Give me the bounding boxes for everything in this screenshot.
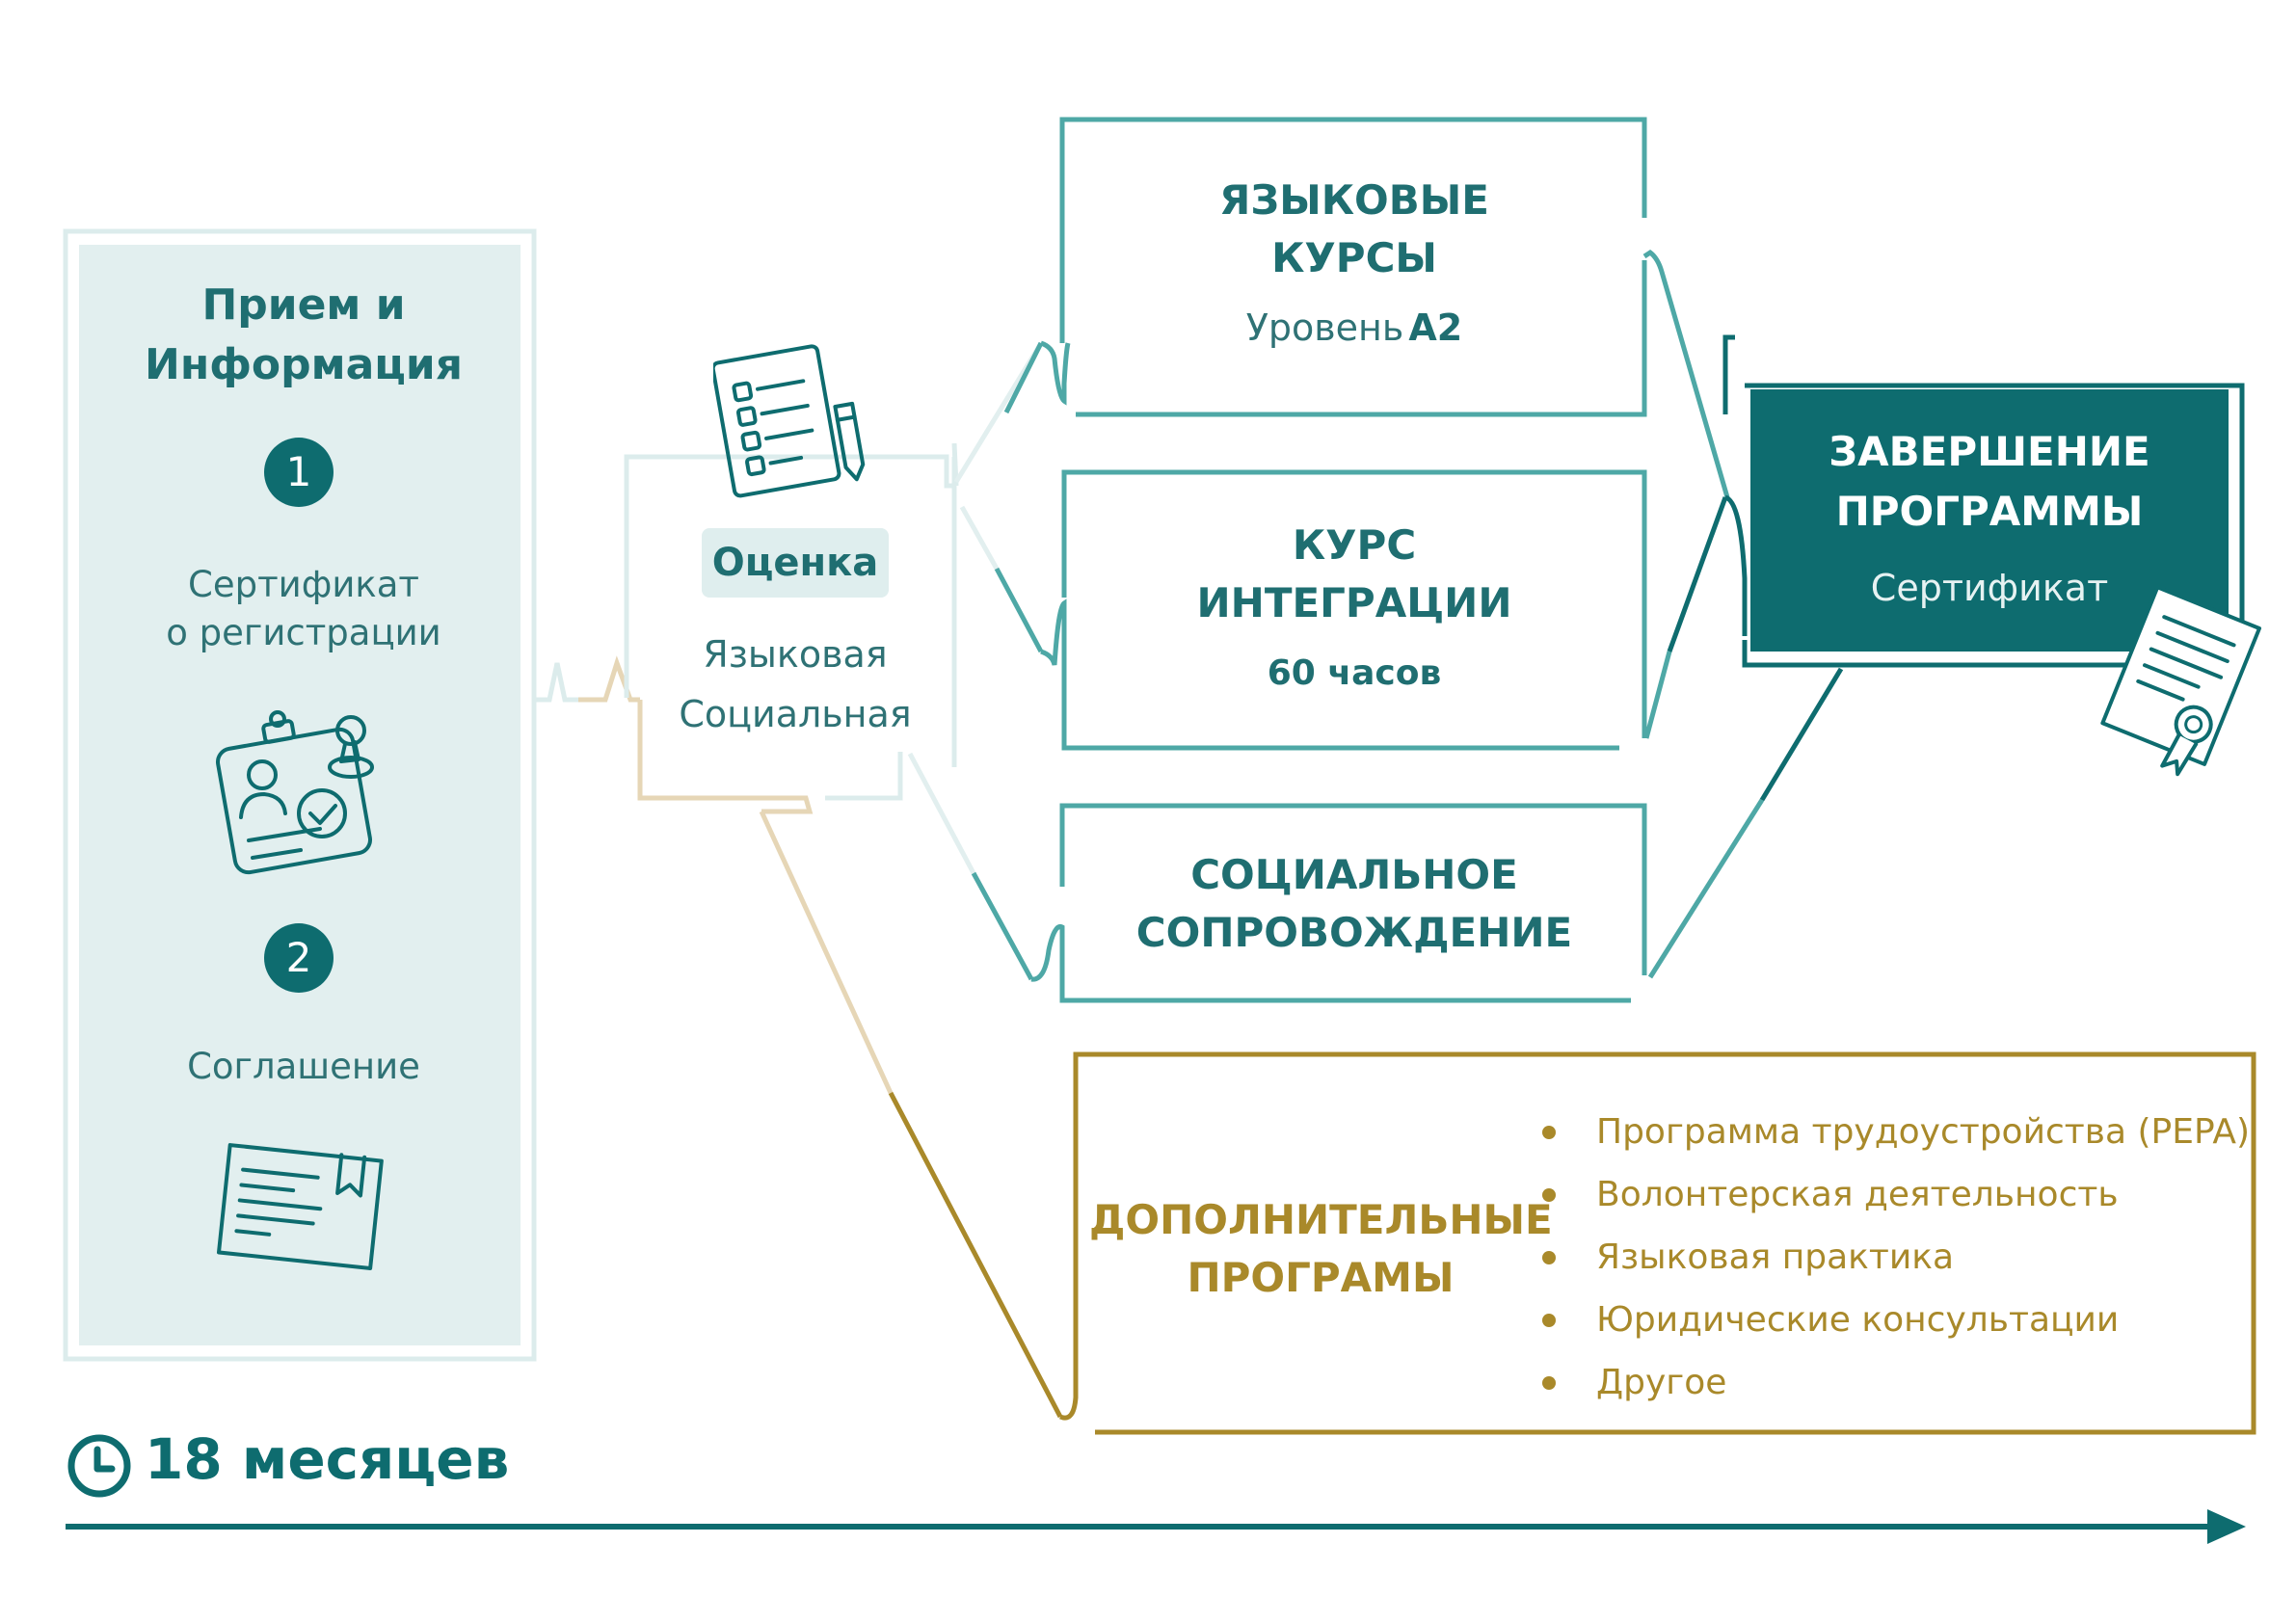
additional-programs-list: Программа трудоустройства (PEPA) Волонте…: [1542, 1101, 2250, 1414]
integration-course-box: КУРС ИНТЕГРАЦИИ 60 часов: [1070, 517, 1639, 693]
language-level: Уровень A2: [1070, 306, 1639, 349]
certificate-icon: [2100, 588, 2261, 777]
language-courses-title-line2: КУРСЫ: [1271, 234, 1437, 281]
list-item: Волонтерская деятельность: [1542, 1163, 2250, 1226]
list-item: Программа трудоустройства (PEPA): [1542, 1101, 2250, 1163]
language-level-value: A2: [1408, 306, 1463, 349]
step-2-badge: 2: [264, 923, 334, 993]
checklist-icon: [713, 344, 866, 498]
additional-programs-title-line2: ПРОГРАМЫ: [1187, 1254, 1455, 1301]
language-courses-title-line1: ЯЗЫКОВЫЕ: [1219, 176, 1489, 224]
list-item: Юридические консультации: [1542, 1289, 2250, 1351]
additional-programs-title-line1: ДОПОЛНИТЕЛЬНЫЕ: [1089, 1196, 1553, 1243]
completion-title: ЗАВЕРШЕНИЕ ПРОГРАММЫ: [1750, 422, 2229, 542]
agreement-document-icon: [216, 1143, 384, 1270]
step-1-label-line1: Сертификат: [188, 564, 419, 605]
additional-programs-title: ДОПОЛНИТЕЛЬНЫЕ ПРОГРАМЫ: [1089, 1191, 1553, 1307]
language-courses-box: ЯЗЫКОВЫЕ КУРСЫ Уровень A2: [1070, 172, 1639, 349]
additional-program-legal: Юридические консультации: [1596, 1299, 2120, 1340]
bullet-icon: [1542, 1187, 1556, 1202]
additional-program-volunteering: Волонтерская деятельность: [1596, 1174, 2119, 1214]
step-1-label: Сертификат о регистрации: [77, 561, 530, 657]
completion-subtitle: Сертификат: [1870, 567, 2109, 609]
step-1-label-line2: о регистрации: [166, 612, 441, 653]
intake-title: Прием и Информация: [77, 276, 530, 395]
language-level-label: Уровень: [1245, 306, 1404, 349]
additional-program-language-practice: Языковая практика: [1596, 1237, 1955, 1277]
bullet-icon: [1542, 1313, 1556, 1327]
intake-title-line1: Прием и: [201, 280, 406, 330]
list-item: Языковая практика: [1542, 1226, 2250, 1289]
social-support-title-line2: СОПРОВОЖДЕНИЕ: [1135, 909, 1573, 956]
step-2-label: Соглашение: [187, 1046, 420, 1087]
clock-icon: [67, 1434, 131, 1498]
intake-title-line2: Информация: [145, 340, 463, 389]
step-1-badge: 1: [264, 438, 334, 507]
program-duration: 18 месяцев: [145, 1426, 510, 1492]
registration-card-icon: [216, 710, 374, 875]
social-support-title-line1: СОЦИАЛЬНОЕ: [1190, 851, 1518, 898]
bullet-icon: [1542, 1250, 1556, 1264]
completion-title-line2: ПРОГРАММЫ: [1835, 488, 2144, 535]
evaluation-types: Языковая Социальная: [655, 625, 935, 744]
social-support-box: СОЦИАЛЬНОЕ СОПРОВОЖДЕНИЕ: [1070, 846, 1639, 962]
list-item: Другое: [1542, 1351, 2250, 1414]
evaluation-badge: Оценка: [702, 528, 889, 598]
evaluation-type-social: Социальная: [679, 693, 912, 735]
bullet-icon: [1542, 1375, 1556, 1390]
evaluation-type-language: Языковая: [703, 633, 888, 676]
integration-course-title-line1: КУРС: [1292, 521, 1417, 569]
completion-title-line1: ЗАВЕРШЕНИЕ: [1829, 428, 2150, 475]
additional-program-other: Другое: [1596, 1362, 1727, 1402]
bullet-icon: [1542, 1125, 1556, 1139]
additional-program-employment: Программа трудоустройства (PEPA): [1596, 1111, 2251, 1152]
integration-course-title-line2: ИНТЕГРАЦИИ: [1196, 579, 1512, 626]
integration-course-hours: 60 часов: [1267, 653, 1442, 693]
